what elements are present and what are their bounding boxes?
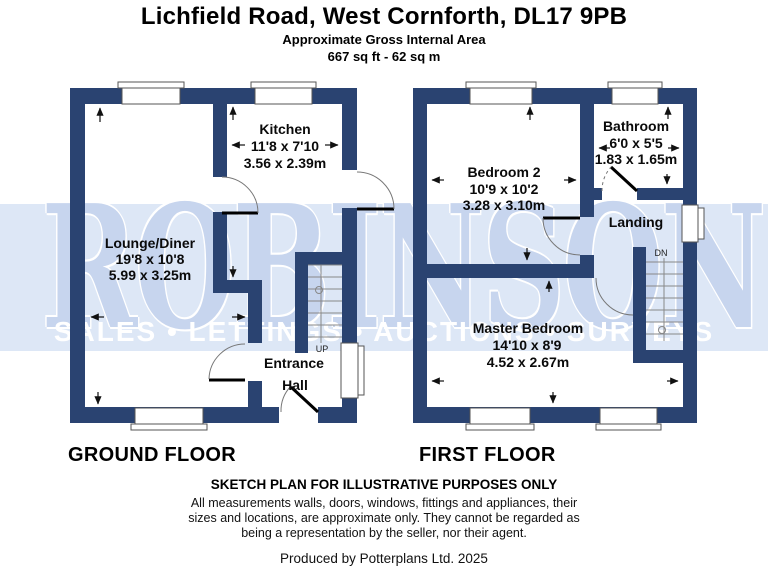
master-bedroom-door <box>595 277 634 316</box>
room-size-imperial: 6'0 x 5'5 <box>609 135 663 151</box>
landing-label: Landing <box>609 214 663 230</box>
room-size-metric: 3.28 x 3.10m <box>463 197 546 213</box>
watermark-brand-text: ROBINSONS <box>41 168 768 368</box>
first-windows <box>465 81 705 431</box>
kitchen-label: Kitchen 11'8 x 7'10 3.56 x 2.39m <box>244 121 327 171</box>
room-name: Bathroom <box>603 118 669 134</box>
sketch-plan-notice: SKETCH PLAN FOR ILLUSTRATIVE PURPOSES ON… <box>210 477 558 492</box>
room-name: Landing <box>609 214 663 230</box>
first-floor-caption: FIRST FLOOR <box>419 444 556 466</box>
kitchen-door <box>221 176 259 215</box>
bathroom-label: Bathroom 6'0 x 5'5 1.83 x 1.65m <box>595 118 678 167</box>
ground-doors <box>208 171 395 423</box>
disclaimer-line-2: sizes and locations, are approximate onl… <box>188 511 580 525</box>
back-door <box>356 171 395 211</box>
ground-floor-caption: GROUND FLOOR <box>68 444 237 466</box>
disclaimer-line-3: being a representation by the seller, no… <box>241 526 527 540</box>
window <box>117 81 185 105</box>
room-name: Master Bedroom <box>473 320 583 336</box>
ground-dimension-arrows <box>90 106 339 405</box>
window <box>465 81 537 105</box>
window <box>130 407 208 431</box>
window <box>607 81 663 105</box>
entrance-hall-label: Entrance Hall <box>264 355 324 393</box>
room-name-line2: Hall <box>282 377 308 393</box>
window <box>340 342 365 399</box>
room-size-metric: 5.99 x 3.25m <box>109 267 192 283</box>
window <box>595 407 662 431</box>
subtitle-gross-area: Approximate Gross Internal Area <box>282 32 486 47</box>
ground-floor-plan: UP Kitchen 11'8 x 7'10 3.56 x 2.39m Loun… <box>70 81 395 431</box>
room-name: Lounge/Diner <box>105 235 196 251</box>
stairs-up-label: UP <box>316 344 329 354</box>
bedroom2-label: Bedroom 2 10'9 x 10'2 3.28 x 3.10m <box>463 164 546 213</box>
page-title: Lichfield Road, West Cornforth, DL17 9PB <box>140 3 628 30</box>
room-size-metric: 1.83 x 1.65m <box>595 151 678 167</box>
front-door <box>279 385 320 423</box>
stairs-down-label: DN <box>655 248 668 258</box>
disclaimer-line-1: All measurements walls, doors, windows, … <box>190 496 578 510</box>
ground-staircase: UP <box>308 264 342 354</box>
watermark-tagline: SALES • LETTINGS • AUCTIONS • SURVEYS <box>53 316 715 347</box>
room-size-metric: 3.56 x 2.39m <box>244 155 327 171</box>
window <box>681 204 705 243</box>
room-name: Kitchen <box>259 121 310 137</box>
room-size-imperial: 10'9 x 10'2 <box>470 181 539 197</box>
bathroom-door <box>601 165 639 193</box>
first-floor-plan: DN Bedroom 2 10'9 x 10'2 3.28 x 3.10m <box>413 81 705 431</box>
lounge-hall-door <box>208 343 246 382</box>
disclaimer-text: All measurements walls, doors, windows, … <box>10 496 758 541</box>
first-dimension-arrows <box>431 106 680 404</box>
room-name-line1: Entrance <box>264 355 324 371</box>
producer-credit: Produced by Potterplans Ltd. 2025 <box>280 551 488 566</box>
first-doors <box>542 165 639 316</box>
room-size-imperial: 11'8 x 7'10 <box>251 138 319 154</box>
bedroom2-door <box>542 216 581 256</box>
ground-windows <box>117 81 365 431</box>
area-value: 667 sq ft - 62 sq m <box>327 49 441 64</box>
window <box>465 407 535 431</box>
room-size-metric: 4.52 x 2.67m <box>487 354 570 370</box>
first-staircase: DN <box>646 248 683 341</box>
window <box>250 81 317 105</box>
lounge-label: Lounge/Diner 19'8 x 10'8 5.99 x 3.25m <box>105 235 196 283</box>
master-bedroom-label: Master Bedroom 14'10 x 8'9 4.52 x 2.67m <box>473 320 583 370</box>
room-size-imperial: 19'8 x 10'8 <box>116 251 185 267</box>
room-size-imperial: 14'10 x 8'9 <box>493 337 562 353</box>
room-name: Bedroom 2 <box>467 164 540 180</box>
